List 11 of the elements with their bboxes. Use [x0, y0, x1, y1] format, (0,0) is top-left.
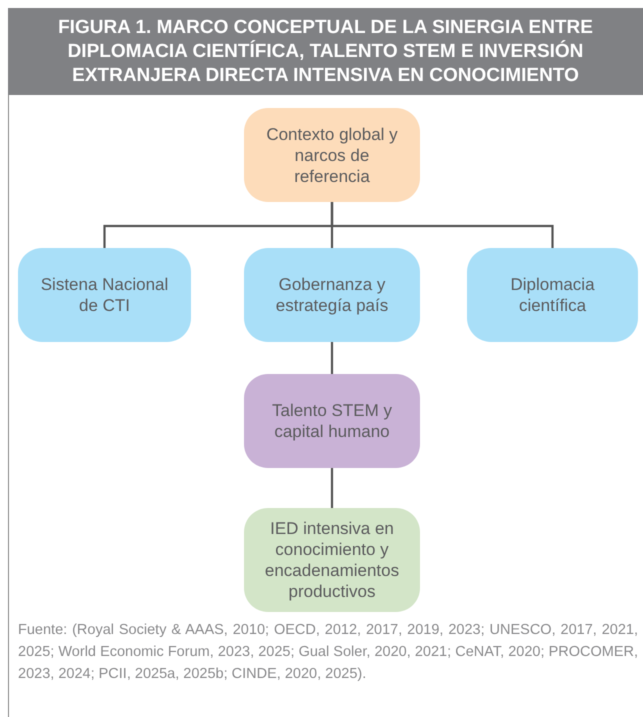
concept-box: Contexto global y narcos de referencia [244, 108, 420, 202]
concept-box: IED intensiva en conocimiento y encadenamientos productivos [244, 508, 420, 612]
concept-box: Talento STEM y capital humano [244, 374, 420, 468]
concept-box: Sistena Nacional de CTI [18, 248, 191, 342]
concept-box: Diplomacia científica [467, 248, 638, 342]
connector-line [330, 342, 334, 374]
connector-line [330, 468, 334, 508]
source-note: Fuente: (Royal Society & AAAS, 2010; OECD, 2012, 2017, 2019, 2023; UNESCO, 2017, 2021, 2025; World Economic Forum, 2023, 2025; Gual Soler, 2020, 2021; CeNAT, 2020; PROCOMER, 2023, 2024; PCII, 2025a, 2025b; CINDE, 2020, 2025). [18, 621, 638, 684]
connector-line [330, 202, 554, 248]
title-banner: FIGURA 1. MARCO CONCEPTUAL DE LA SINERGIA ENTRE DIPLOMACIA CIENTÍFICA, TALENTO STEM E INVERSIÓN EXTRANJERA DIRECTA INTENSIVA EN CONOCIMIENTO [8, 8, 643, 95]
concept-box: Gobernanza y estrategía país [244, 248, 420, 342]
